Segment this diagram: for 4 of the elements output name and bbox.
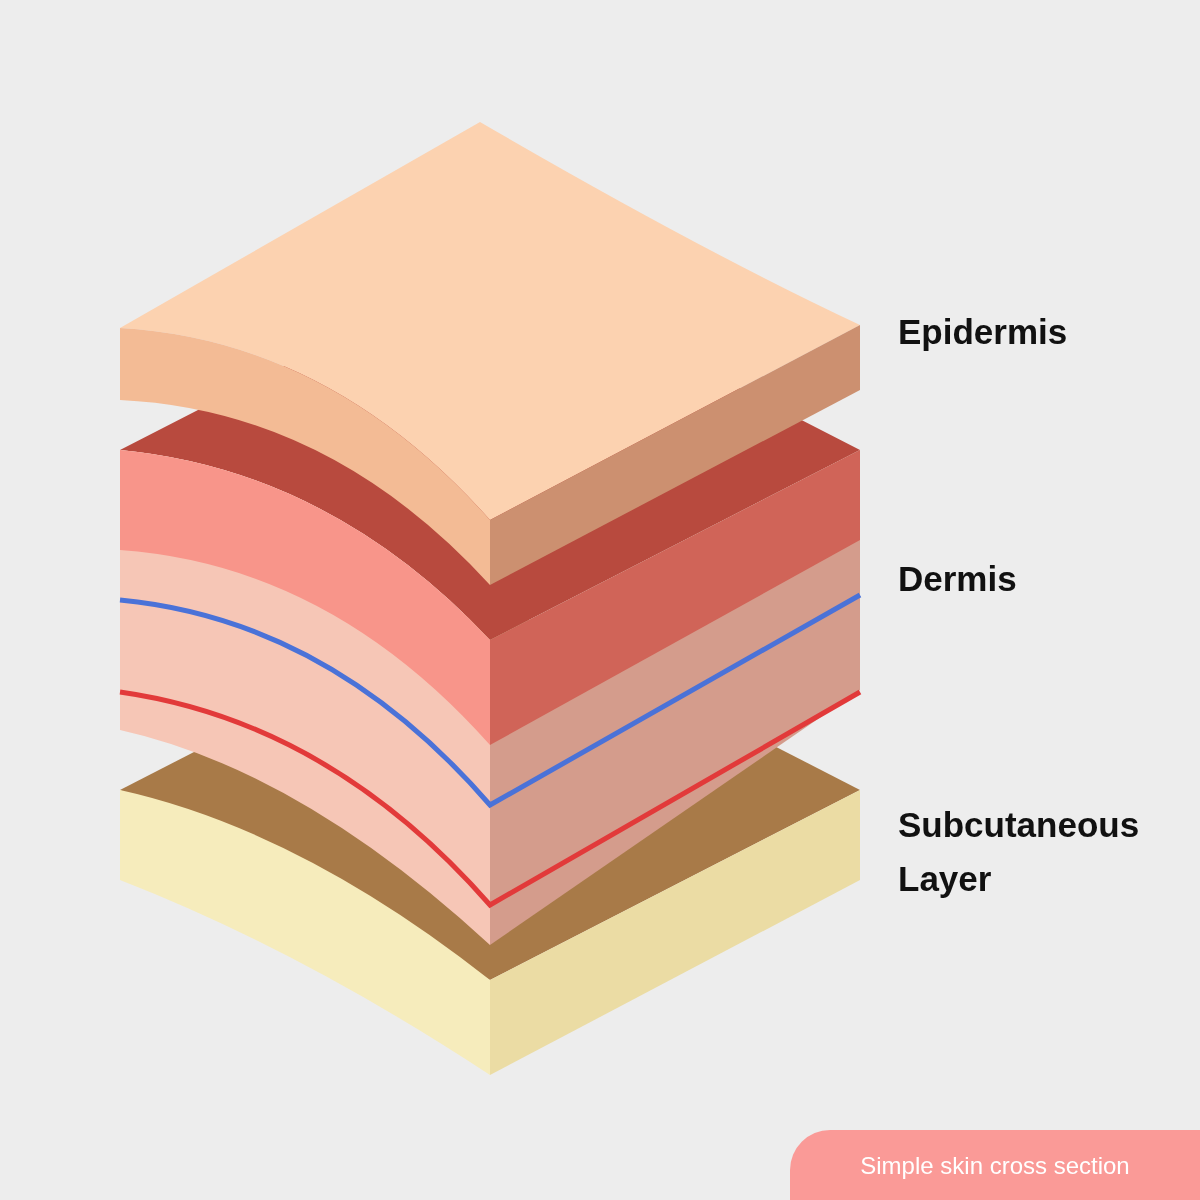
layer-label: Dermis <box>898 558 1018 600</box>
caption-badge: Simple skin cross section <box>790 1130 1200 1200</box>
layer-label: Epidermis <box>898 311 1069 353</box>
layer-label: Subcutaneous Layer <box>898 804 1141 900</box>
